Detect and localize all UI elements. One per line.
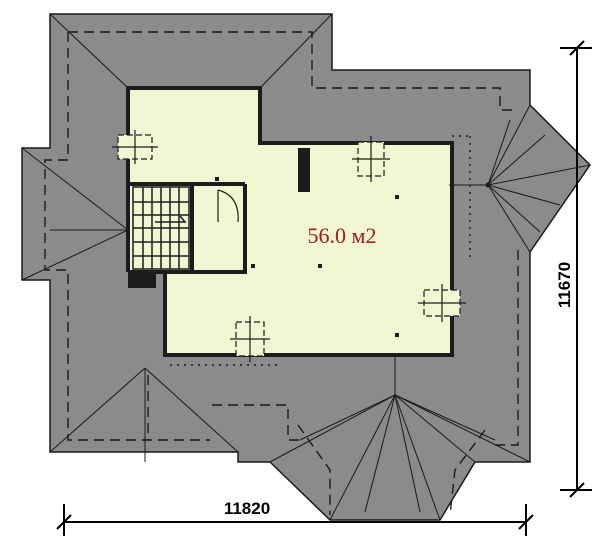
area-label: 56.0 м2 bbox=[308, 223, 377, 248]
skylight-window bbox=[352, 136, 390, 182]
room: 56.0 м2 bbox=[112, 86, 491, 362]
skylight-window bbox=[418, 284, 466, 322]
wall-pillar bbox=[128, 272, 156, 288]
walls bbox=[126, 86, 454, 357]
skylight-window bbox=[230, 316, 270, 362]
dimension-height-label: 11670 bbox=[555, 262, 574, 308]
dimension-width-label: 11820 bbox=[224, 499, 270, 518]
dimension-height bbox=[560, 40, 592, 498]
staircase bbox=[132, 186, 190, 270]
door-swing bbox=[217, 189, 239, 223]
chimney bbox=[298, 148, 310, 192]
lower-wall-dashed-outline bbox=[44, 31, 519, 516]
skylight-window bbox=[112, 130, 158, 164]
posts bbox=[215, 177, 491, 337]
dimension-width bbox=[56, 504, 534, 536]
roof-ridge-lines bbox=[21, 13, 591, 521]
